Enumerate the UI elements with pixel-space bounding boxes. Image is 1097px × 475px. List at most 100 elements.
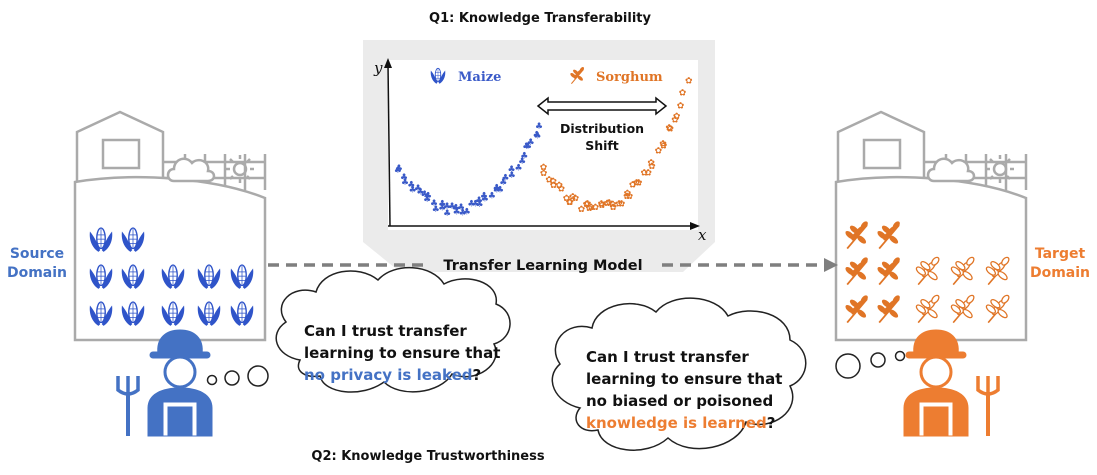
- sorghum-point: ✿: [584, 199, 592, 209]
- sorghum-point: ✿: [648, 162, 656, 172]
- maize-point: ♣: [448, 202, 456, 212]
- maize-point: ♣: [459, 209, 467, 219]
- farmer-icon: [116, 328, 214, 438]
- maize-point: ♣: [430, 199, 438, 209]
- target-bubble-line2: learning to ensure that: [586, 370, 782, 388]
- target-farm: [834, 110, 1028, 342]
- transfer-arrow: [268, 258, 838, 272]
- sorghum-point: ✿: [598, 200, 606, 210]
- maize-point: ♣: [507, 165, 515, 175]
- sorghum-point: ✿: [685, 76, 693, 86]
- x-axis-label: x: [698, 226, 707, 244]
- maize-point: ♣: [394, 166, 402, 176]
- sorghum-point: ✿: [549, 177, 557, 187]
- target-bubble-line1: Can I trust transfer: [586, 348, 749, 366]
- maize-point: ♣: [518, 157, 526, 167]
- sorghum-point: ✿: [624, 189, 632, 199]
- source-domain-label-line1: Source: [10, 246, 64, 262]
- sorghum-point: ✿: [609, 203, 617, 213]
- distribution-plot: y x Maize Sorghum ♣♣♣♣♣♣♣♣♣♣♣♣♣♣♣♣♣♣♣♣♣♣…: [373, 58, 707, 244]
- maize-point: ♣: [476, 200, 484, 210]
- maize-point: ♣: [520, 151, 528, 161]
- sorghum-point: ✿: [604, 199, 612, 209]
- maize-point: ♣: [515, 164, 523, 174]
- sorghum-point: ✿: [545, 176, 553, 186]
- farmer-icon: [902, 328, 1000, 438]
- sorghum-point: ✿: [629, 181, 637, 191]
- sorghum-point: ✿: [566, 198, 574, 208]
- source-domain-label-line2: Domain: [7, 265, 67, 281]
- distribution-shift-arrow: [536, 96, 668, 116]
- transfer-model-label: Transfer Learning Model: [443, 258, 642, 274]
- source-farm: [73, 110, 267, 342]
- legend-sorghum-label: Sorghum: [596, 70, 663, 85]
- maize-point: ♣: [438, 200, 446, 210]
- sorghum-point: ✿: [555, 181, 563, 191]
- sorghum-point: ✿: [540, 169, 548, 179]
- legend-maize: Maize: [430, 67, 501, 85]
- maize-point: ♣: [524, 142, 532, 152]
- maize-point: ♣: [522, 142, 530, 152]
- sorghum-point: ✿: [540, 163, 548, 173]
- sorghum-point: ✿: [626, 192, 634, 202]
- sorghum-point: ✿: [655, 147, 663, 157]
- maize-point: ♣: [432, 205, 440, 215]
- maize-point: ♣: [527, 138, 535, 148]
- sorghum-point: ✿: [679, 89, 687, 99]
- source-thought-bubble: [206, 267, 511, 393]
- maize-point: ♣: [480, 192, 488, 202]
- maize-point: ♣: [499, 178, 507, 188]
- maize-point: ♣: [395, 164, 403, 174]
- maize-point: ♣: [438, 203, 446, 213]
- maize-point: ♣: [414, 184, 422, 194]
- sorghum-point: ✿: [641, 169, 649, 179]
- maize-point: ♣: [508, 171, 516, 181]
- maize-point: ♣: [443, 209, 451, 219]
- maize-point: ♣: [401, 178, 409, 188]
- maize-point: ♣: [457, 203, 465, 213]
- legend-sorghum: Sorghum: [568, 65, 663, 85]
- sorghum-point: ✿: [583, 200, 591, 210]
- target-thought-bubble: [551, 297, 906, 451]
- sorghum-point: ✿: [677, 101, 685, 111]
- maize-point: ♣: [475, 196, 483, 206]
- maize-point: ♣: [407, 181, 415, 191]
- privacy-highlight: no privacy is leaked: [304, 366, 473, 384]
- sorghum-point: ✿: [598, 201, 606, 211]
- maize-point: ♣: [400, 173, 408, 183]
- shift-label-line2: Shift: [585, 138, 619, 153]
- maize-point: ♣: [424, 191, 432, 201]
- q2-title: Q2: Knowledge Trustworthiness: [311, 449, 544, 464]
- maize-point: ♣: [493, 185, 501, 195]
- sorghum-point: ✿: [659, 139, 667, 149]
- target-bubble-line3: no biased or poisoned: [586, 392, 773, 410]
- maize-point: ♣: [501, 174, 509, 184]
- sorghum-point: ✿: [665, 124, 673, 134]
- sorghum-point: ✿: [558, 185, 566, 195]
- maize-point: ♣: [421, 190, 429, 200]
- q1-title: Q1: Knowledge Transferability: [429, 11, 651, 26]
- maize-point: ♣: [443, 202, 451, 212]
- sorghum-point: ✿: [618, 200, 626, 210]
- maize-point: ♣: [533, 131, 541, 141]
- y-axis-label: y: [373, 59, 383, 77]
- sorghum-point: ✿: [647, 159, 655, 169]
- sorghum-point: ✿: [550, 181, 558, 191]
- maize-points: ♣♣♣♣♣♣♣♣♣♣♣♣♣♣♣♣♣♣♣♣♣♣♣♣♣♣♣♣♣♣♣♣♣♣♣♣♣♣♣♣…: [394, 122, 543, 219]
- sorghum-point: ✿: [671, 116, 679, 126]
- maize-point: ♣: [423, 195, 431, 205]
- target-domain-label-line1: Target: [1035, 246, 1086, 262]
- sorghum-points: ✿✿✿✿✿✿✿✿✿✿✿✿✿✿✿✿✿✿✿✿✿✿✿✿✿✿✿✿✿✿✿✿✿✿✿✿✿✿✿✿…: [540, 76, 693, 215]
- sorghum-point: ✿: [569, 192, 577, 202]
- sorghum-point: ✿: [578, 205, 586, 215]
- source-bubble-line2: learning to ensure that: [304, 344, 500, 362]
- sorghum-point: ✿: [623, 192, 631, 202]
- bias-highlight: knowledge is learned: [586, 414, 767, 432]
- maize-point: ♣: [463, 208, 471, 218]
- maize-point: ♣: [533, 131, 541, 141]
- sorghum-point: ✿: [635, 179, 643, 189]
- legend-maize-label: Maize: [458, 70, 501, 85]
- maize-point: ♣: [409, 186, 417, 196]
- maize-point: ♣: [453, 208, 461, 218]
